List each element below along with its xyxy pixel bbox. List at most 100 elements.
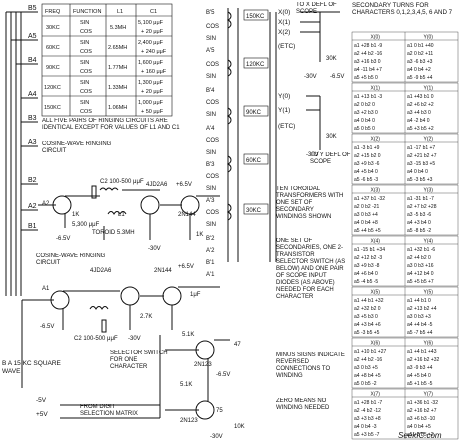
turns-table-cell: a4 +5 b4 0 (407, 373, 431, 379)
selector-switch (60, 335, 230, 420)
row-func: COS (80, 109, 92, 115)
turns-table-cell: a5 -7 b5 +4 (407, 330, 433, 336)
turns-table-header: X(7) (371, 392, 381, 398)
coil-label: B'3 (206, 162, 215, 168)
turns-table-header: X(0) (371, 35, 381, 41)
coil-value: 150KC (246, 14, 265, 20)
row-func: COS (80, 29, 92, 35)
row-c1: 1,000 μμF (138, 100, 164, 106)
r1k-label: 1K (196, 232, 203, 238)
coil-label: A'1 (206, 272, 215, 278)
sel-r10k-label: 10K (234, 424, 245, 430)
turns-table-cell: a4 +8 b4 +5 (354, 373, 381, 379)
coil-label: A'3 (206, 198, 215, 204)
sel-r75-label: 75 (216, 408, 223, 414)
c1-label: 5,300 μμF (72, 222, 100, 228)
row-freq: 120KC (44, 85, 61, 91)
turns-table-cell: a4 0 b4 +8 (354, 220, 378, 226)
x-vneg30: -30V (304, 74, 317, 80)
lower-r-label: 2.7K (140, 314, 152, 320)
row-c1: + 20 μμF (141, 89, 164, 95)
row-func: COS (80, 49, 92, 55)
turns-table-cell: a1 -31 b1 -7 (407, 196, 434, 202)
turns-table-cell: a4 +6 b4 0 (354, 271, 378, 277)
turns-table-cell: a5 -4 b5 -5 (354, 279, 378, 285)
turns-table-cell: a2 +15 b2 0 (354, 153, 381, 159)
x-output: X(0) (278, 9, 290, 16)
x-output-network (300, 11, 340, 150)
row-l1: 2.65MH (108, 45, 127, 51)
turns-table-cell: a3 -9 b3 +4 (407, 365, 433, 371)
turns-table-header: Y(7) (424, 392, 434, 398)
table-header-freq: FREQ (45, 9, 61, 15)
turns-table-cell: a2 +6 b2 +2 (407, 102, 434, 108)
table-header-c1: C1 (150, 9, 157, 15)
turns-table-cell: a5 0 b5 -2 (354, 381, 377, 387)
turns-table-cell: a4 0 b4 0 (407, 169, 428, 175)
turns-table-header: Y(5) (424, 290, 434, 296)
turns-table-cell: a5 -6 b5 -3 (354, 177, 378, 183)
turns-table-cell: a3 -6 b3 +3 (407, 59, 433, 65)
turns-table-cell: a5 +1 b5 -5 (407, 381, 433, 387)
coil-label: SIN (206, 222, 216, 228)
turns-table-header: Y(6) (424, 341, 434, 347)
lower-tube-label: 4JD2A6 (90, 268, 112, 274)
coil-label: COS (206, 24, 219, 30)
turns-table-cell: a3 +4 b3 0 (407, 110, 431, 116)
coil-value: 60KC (246, 158, 262, 164)
turns-table-cell: a4 0 b4 -3 (354, 424, 377, 430)
turns-table-cell: a5 -3 b5 +3 (407, 177, 433, 183)
y-defl-label: TO Y DEFL OF SCOPE (310, 152, 350, 165)
turns-table-cell: a4 -2 b4 0 (407, 118, 430, 124)
turns-table-header: X(4) (371, 239, 381, 245)
turns-table-cell: a1 +10 b1 +27 (354, 349, 386, 355)
y-output: (ETC) (278, 123, 295, 130)
turns-table-cell: a2 +12 b2 -3 (354, 255, 382, 261)
row-c1: + 20 μμF (141, 29, 164, 35)
turns-table-header: X(2) (371, 137, 381, 143)
row-freq: 150KC (44, 105, 61, 111)
digit-matrix-label: FROM DIGIT SELECTION MATRIX (80, 404, 138, 417)
turns-table-cell: a2 +4 b2 0 (407, 255, 431, 261)
turns-table-cell: a2 +16 b2 +7 (407, 408, 437, 414)
coil-label: B'1 (206, 260, 215, 266)
turns-table-cell: a5 +3 b5 +2 (407, 126, 434, 132)
row-c1: 1,600 μμF (138, 60, 164, 66)
r1-label: 1K (72, 212, 79, 218)
lower-vneg-label: -6.5V (40, 324, 54, 330)
turns-table-cell: a3 +3 b3 +8 (354, 416, 381, 422)
transformer-column (226, 8, 277, 262)
coil-label: COS (206, 174, 219, 180)
turns-table-cell: a2 +32 b2 0 (354, 306, 381, 312)
row-freq: 90KC (46, 65, 60, 71)
sel-tr2-label: 2N123 (180, 418, 198, 424)
turns-table-cell: a2 +16 b2 +32 (407, 357, 439, 363)
lower-c2-label: C2 100-500 μμF (74, 336, 118, 342)
row-func: SIN (80, 40, 89, 46)
turns-table-cell: a2 +13 b2 +4 (407, 306, 437, 312)
lower-tube2-label: 2N144 (154, 268, 172, 274)
turns-table-cell: a5 +3 b5 -7 (354, 432, 380, 438)
turns-table-cell: a3 0 b3 +16 (407, 263, 434, 269)
turns-table-cell: a4 +5 b4 0 (354, 169, 378, 175)
bus-label-b2: B2 (28, 177, 37, 184)
turns-table-cell: a2 0 b2 -21 (354, 204, 380, 210)
bus-label-a5: A5 (28, 33, 37, 40)
row-l1: 1.33MH (108, 85, 127, 91)
turns-table-header: Y(3) (424, 188, 434, 194)
turns-table-cell: a3 0 b3 +4 (354, 212, 378, 218)
coil-value: 30KC (246, 208, 262, 214)
selector-label: SELECTOR SWITCH FOR ONE CHARACTER (110, 350, 168, 370)
turns-table-cell: a3 0 b3 +3 (407, 314, 431, 320)
y-vneg30-65: -30V (306, 152, 319, 158)
node-a1: A1 (42, 286, 50, 292)
sel-r51k-label-2: 5.1K (180, 382, 192, 388)
bus-label-a4: A4 (28, 91, 37, 98)
turns-table-cell: a1 +4 b1 0 (407, 298, 431, 304)
sel-vneg65-label: -6.5V (216, 372, 230, 378)
turns-table-cell: a2 +4 b2 -16 (354, 357, 382, 363)
turns-table-cell: a1 -15 b1 +34 (354, 247, 385, 253)
toroidal-note: TEN TOROIDAL TRANSFORMERS WITH ONE SET O… (276, 186, 343, 220)
